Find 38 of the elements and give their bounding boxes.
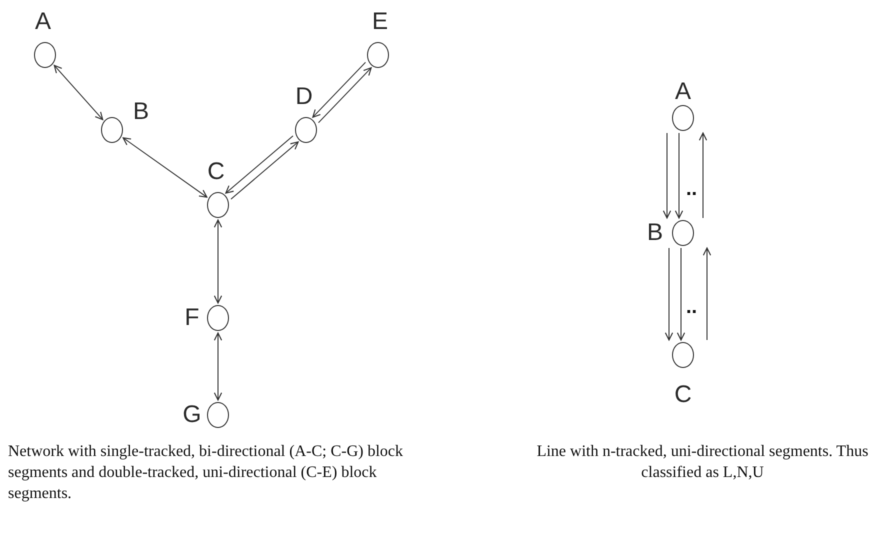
station-circle <box>367 42 389 68</box>
station-circle <box>672 220 694 246</box>
arrow <box>664 248 674 341</box>
station-label: C <box>207 160 225 184</box>
more-tracks-mark: .. <box>686 179 698 199</box>
arrow <box>230 141 299 200</box>
station-label: B <box>133 100 149 124</box>
station-circle <box>34 42 56 68</box>
station-label: D <box>295 85 313 109</box>
station-label: A <box>675 80 691 104</box>
station-label: C <box>674 383 692 407</box>
station-label: E <box>372 10 388 34</box>
station-circle <box>101 117 123 143</box>
caption-text: Line with n-tracked, uni-directional segments. Thus classified as L,N,U <box>536 442 870 483</box>
station-circle <box>672 342 694 368</box>
arrow <box>318 67 372 124</box>
station-circle <box>207 402 229 428</box>
arrow <box>54 64 104 120</box>
arrow <box>698 132 708 218</box>
station-label: F <box>184 306 200 330</box>
station-circle <box>672 105 694 131</box>
caption-text: Network with single-tracked, bi-directional (A-C; C-G) block segments and double-tracked, uni-directional (C-E) block segments. <box>8 442 404 504</box>
station-circle <box>207 305 229 331</box>
station-label: G <box>182 403 202 427</box>
station-circle <box>207 192 229 218</box>
arrow <box>676 248 686 341</box>
arrow <box>312 62 366 118</box>
arrow <box>702 247 712 340</box>
arrow <box>674 132 684 219</box>
station-circle <box>295 117 317 143</box>
station-label: A <box>35 10 51 34</box>
arrow <box>214 219 222 304</box>
arrow <box>662 132 672 219</box>
station-label: B <box>647 221 663 245</box>
more-tracks-mark: .. <box>686 297 698 317</box>
arrow <box>225 135 294 194</box>
arrow <box>214 332 222 401</box>
arrow <box>122 137 208 198</box>
